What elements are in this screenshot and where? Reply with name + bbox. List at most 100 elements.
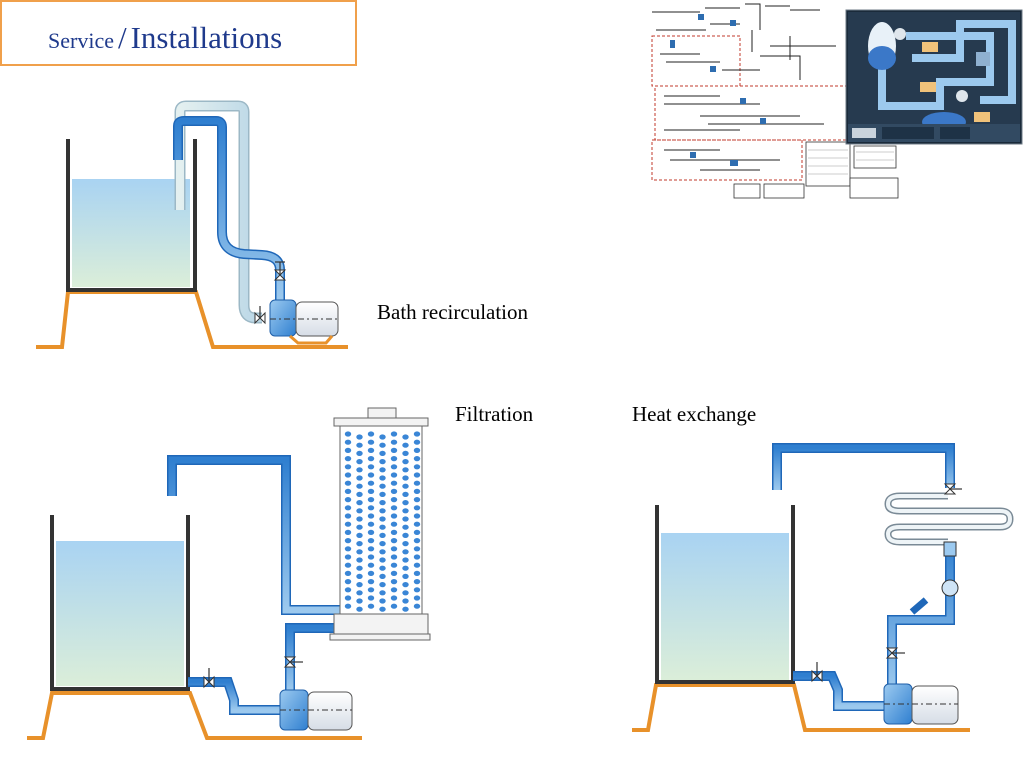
filter-cartridge-dot (413, 538, 421, 544)
filter-cartridge-dot (356, 491, 363, 497)
filter-cartridge-dot (413, 579, 421, 585)
filter-cartridge-dot (379, 582, 386, 588)
title-installations: Installations (130, 20, 283, 55)
filter-cartridge-dot (390, 472, 398, 478)
filter-cartridge-dot (356, 483, 363, 489)
filter-cartridge-dot (390, 603, 398, 609)
filter-cartridge-dot (344, 603, 352, 609)
filter-cartridge-dot (344, 546, 352, 552)
filter-cartridge-dot (379, 541, 386, 547)
filter-cartridge-dot (413, 529, 421, 536)
filter-cartridge-dot (379, 500, 386, 506)
tank-wall (66, 139, 197, 292)
filter-cartridge-dot (367, 488, 375, 494)
filter-cartridge-dot (390, 570, 398, 577)
filter-cartridge-dot (379, 590, 386, 596)
tank-wall (50, 515, 190, 691)
filter-cartridge-dot (390, 439, 398, 445)
title-service: Service (48, 28, 114, 53)
filter-cartridge-dot (356, 500, 363, 506)
tank-stand (632, 683, 970, 732)
filter-cartridge-dot (367, 595, 375, 601)
filter-cartridge-dot (379, 475, 386, 481)
filter-cartridge-dot (379, 516, 386, 522)
filter-cartridge-dot (413, 447, 421, 453)
filter-cartridge-dot (356, 598, 363, 604)
filter-cartridge-dot (402, 516, 409, 522)
filter-cartridge-dot (390, 513, 398, 519)
filter-cartridge-dot (402, 459, 409, 465)
filter-cartridge-dot (367, 480, 375, 486)
filter-cartridge-dot (402, 524, 409, 530)
filter-cartridge-dot (356, 524, 363, 530)
filter-cartridge-dot (402, 582, 409, 588)
return-pipe (167, 455, 340, 615)
filter-cartridge-dot (367, 603, 375, 609)
filter-cartridge-dot (356, 541, 363, 547)
filter-cartridge-dot (402, 598, 409, 604)
filter-cartridge-dot (356, 565, 363, 571)
filter-cartridge-dot (402, 532, 409, 539)
filter-cartridge-dot (413, 521, 421, 527)
filter-cartridge-dot (367, 579, 375, 585)
filter-cartridge-dot (390, 447, 398, 453)
filter-cartridge-dot (379, 557, 386, 563)
label-filtration: Filtration (455, 402, 534, 426)
filter-cartridge-dot (356, 573, 363, 580)
filter-cartridge-dot (367, 570, 375, 577)
filter-cartridge-dot (344, 480, 352, 486)
filter-cartridge-dot (390, 538, 398, 544)
filter-cartridge-dot (379, 459, 386, 465)
filter-cartridge-dot (390, 521, 398, 527)
tank-water (661, 533, 789, 680)
pump-icon (269, 299, 339, 345)
filter-cartridge-dot (356, 549, 363, 555)
filter-cartridge-dot (367, 431, 375, 437)
pump-icon (883, 683, 959, 725)
strainer-icon (909, 597, 929, 615)
filter-cartridge-dot (413, 497, 421, 503)
valve-icon (254, 306, 266, 325)
filter-cartridge-dot (344, 579, 352, 585)
filter-cartridge-dot (367, 554, 375, 560)
filter-cartridge-dot (356, 467, 363, 473)
filter-cartridge-dot (390, 554, 398, 560)
tank-water (72, 179, 190, 287)
filter-cartridge-dot (379, 549, 386, 555)
filtration-scene (27, 407, 431, 740)
filter-cartridge-dot (356, 442, 363, 448)
valve-icon (273, 261, 287, 281)
filter-cartridge-dot (390, 529, 398, 536)
valve-icon (943, 483, 962, 495)
filter-cartridge-dot (379, 450, 386, 456)
filter-cartridge-dot (344, 431, 352, 437)
filter-cartridge-dot (356, 450, 363, 456)
filter-cartridge-dot (356, 557, 363, 563)
filter-cartridge-dot (402, 467, 409, 473)
filter-cartridge-dot (413, 480, 421, 486)
tank-water (56, 541, 184, 686)
title-box: Service / Installations (0, 0, 357, 66)
filter-cartridge-dot (402, 565, 409, 571)
label-heat-exchange: Heat exchange (632, 402, 757, 426)
filter-cartridge-dot (379, 442, 386, 448)
filter-cartridge-dot (344, 587, 352, 593)
filter-cartridge-dot (413, 546, 421, 552)
filter-cartridge-dot (379, 508, 386, 514)
filter-cartridge-dot (356, 516, 363, 522)
filter-cartridge-dot (379, 467, 386, 473)
filter-cartridge-dot (344, 447, 352, 453)
filter-cartridge-dot (367, 587, 375, 593)
filter-cartridge-dot (344, 505, 352, 511)
filter-cartridge-dot (344, 497, 352, 503)
filter-cartridge-dot (402, 434, 409, 440)
filter-cartridge-dot (356, 475, 363, 481)
filter-cartridge-dot (413, 570, 421, 577)
bath-recirculation-scene (36, 100, 348, 349)
filter-cartridge-dot (367, 439, 375, 445)
filter-cartridge-dot (402, 508, 409, 514)
filter-cartridge-dot (413, 431, 421, 437)
filter-cartridge-dot (390, 595, 398, 601)
filter-cartridge-dot (379, 573, 386, 580)
